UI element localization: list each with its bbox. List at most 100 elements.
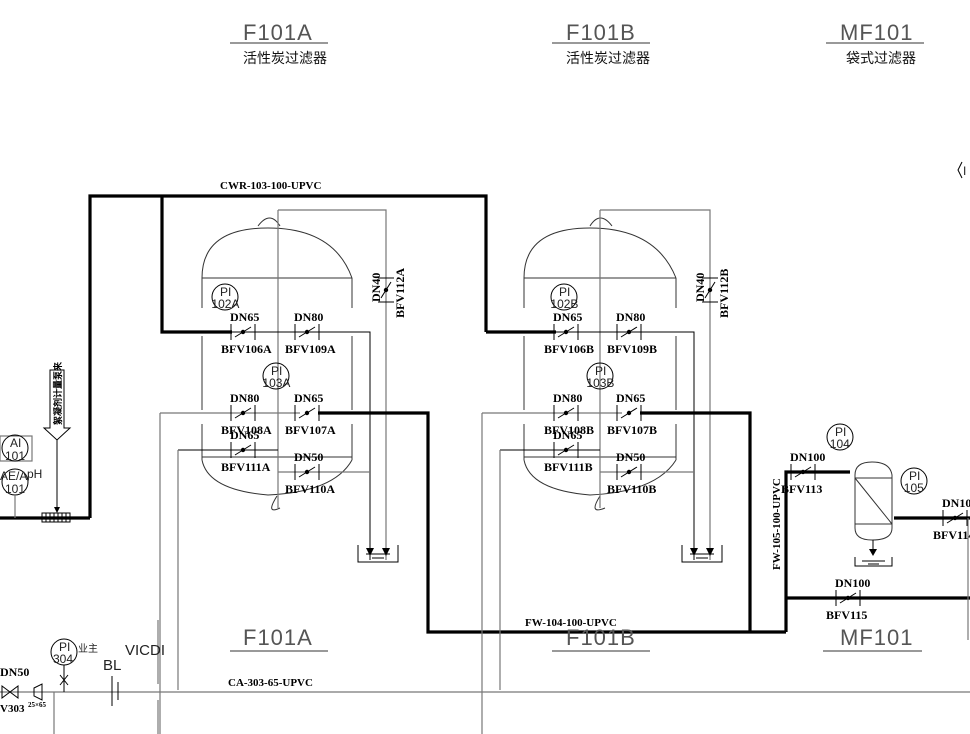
valve-tag: BFV112B (717, 269, 731, 318)
valve-bv303[interactable]: DN50 V303 (0, 665, 29, 715)
svg-text:102B: 102B (550, 297, 578, 311)
valve-tag: BFV107B (607, 423, 657, 437)
pipe-cwr (88, 194, 488, 518)
svg-text:102A: 102A (211, 297, 239, 311)
equipment-name-f101a: 活性炭过滤器 (243, 51, 327, 67)
valve-tag: BFV108B (544, 423, 594, 437)
offpage-connector-icon (957, 161, 963, 179)
svg-text:PI: PI (595, 364, 606, 378)
dosing-label: 絮凝剂计量泵来 (52, 361, 64, 425)
equipment-name-mf101: 袋式过滤器 (846, 51, 916, 67)
valve-bfv112b[interactable]: DN40 BFV112B (693, 269, 731, 318)
valve-size: DN65 (294, 391, 323, 405)
svg-text:104: 104 (830, 437, 850, 451)
instrument-aea101: AE/A 101 pH (0, 467, 42, 518)
reducer-icon (33, 683, 43, 701)
valve-size: DN100 (835, 576, 870, 590)
valve-tag: BFV115 (826, 608, 867, 622)
equipment-tag-mf101-bottom: MF101 (840, 625, 913, 650)
svg-text:PI: PI (559, 285, 570, 299)
bag-filter-mf101 (854, 461, 893, 567)
drain-sump-f101a (357, 545, 399, 563)
valve-tag: BFV107A (285, 423, 336, 437)
svg-text:103A: 103A (262, 376, 290, 390)
equipment-name-f101b: 活性炭过滤器 (566, 51, 650, 67)
valve-size: DN65 (230, 310, 259, 324)
pipe-f101b-vent (599, 209, 711, 560)
valve-tag: V303 (0, 703, 25, 715)
vicdi-label: VICDI (125, 642, 165, 659)
line-label-cwr: CWR-103-100-UPVC (220, 180, 321, 192)
svg-text:PI: PI (220, 285, 231, 299)
svg-text:PI: PI (59, 640, 70, 654)
svg-text:AE/A: AE/A (0, 469, 27, 483)
valve-tag: BFV109B (607, 342, 657, 356)
reducer-label: 25×65 (28, 701, 46, 709)
equipment-tag-f101b: F101B (566, 20, 636, 45)
valve-tag: BFV111A (221, 460, 271, 474)
valve-size: DN40 (693, 273, 707, 302)
bl-label: BL (103, 657, 121, 674)
valve-size: DN80 (230, 391, 259, 405)
valve-size: DN100 (942, 496, 970, 510)
svg-text:PI: PI (835, 425, 846, 439)
valve-tag: BFV109A (285, 342, 336, 356)
valve-size: DN100 (790, 450, 825, 464)
dynamic-symbols: DN65BFV106ADN80BFV109ADN80BFV108ADN65BFV… (211, 268, 970, 622)
equipment-tag-f101b-bottom: F101B (566, 625, 636, 650)
svg-text:DN50: DN50 (0, 665, 29, 679)
valve-size: DN80 (294, 310, 323, 324)
line-label-ca303: CA-303-65-UPVC (228, 677, 313, 689)
valve-size: DN65 (230, 428, 259, 442)
valve-tag: BFV113 (781, 482, 822, 496)
line-label-fw105: FW-105-100-UPVC (771, 478, 783, 570)
arrow-icon (366, 548, 390, 556)
valve-tag: BFV108A (221, 423, 272, 437)
valve-size: DN40 (369, 273, 383, 302)
vessel-f101a (201, 217, 353, 511)
valve-tag: BFV106A (221, 342, 272, 356)
valve-size: DN50 (294, 450, 323, 464)
svg-text:AI: AI (10, 436, 21, 450)
ph-label: pH (27, 467, 42, 481)
valve-tag: BFV114 (933, 528, 970, 542)
instrument-ai101: AI 101 (0, 434, 33, 463)
arrow-icon (54, 507, 60, 513)
equipment-tag-mf101: MF101 (840, 20, 913, 45)
svg-text:101: 101 (5, 449, 25, 463)
valve-size: DN80 (553, 391, 582, 405)
valve-size: DN50 (616, 450, 645, 464)
svg-text:105: 105 (904, 481, 924, 495)
arrow-icon (690, 548, 714, 556)
pipe-f101b-backwash-out (556, 331, 695, 560)
pipe-fw105 (784, 470, 850, 632)
valve-bfv114[interactable]: DN100BFV114 (933, 496, 970, 542)
valve-tag: BFV111B (544, 460, 593, 474)
pipe-fw104 (318, 411, 786, 634)
valve-tag: BFV110B (607, 482, 656, 496)
pipe-f101a-backwash-out (232, 331, 371, 560)
valve-tag: BFV106B (544, 342, 594, 356)
title-f101b: F101B 活性炭过滤器 (552, 20, 650, 67)
svg-text:PI: PI (909, 469, 920, 483)
svg-text:304: 304 (53, 652, 73, 666)
